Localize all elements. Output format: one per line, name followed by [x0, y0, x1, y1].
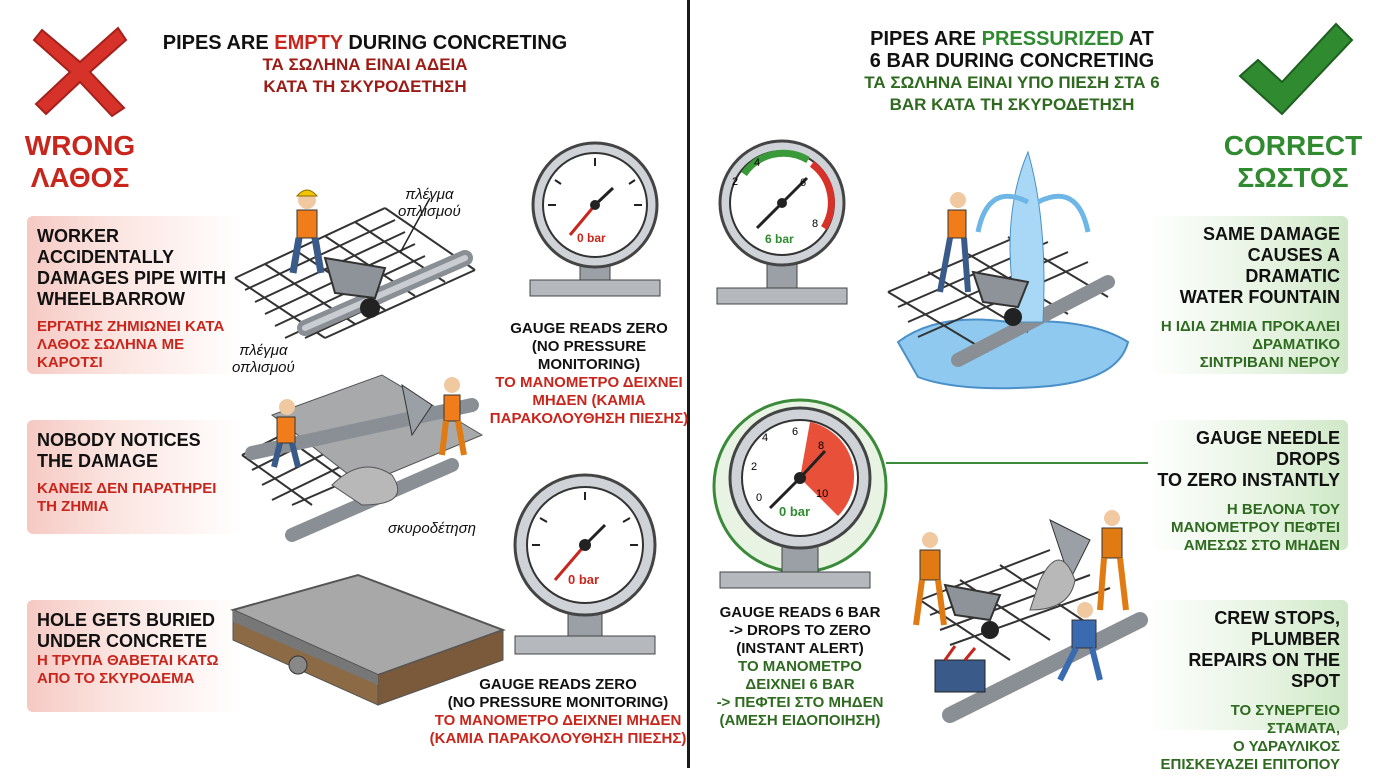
concrete-slab-icon — [230, 573, 506, 706]
gauge-tick-label: 4 — [762, 432, 769, 444]
gauge-caption-2: GAUGE READS ZERO (NO PRESSURE MONITORING… — [429, 676, 687, 747]
worker-icon — [271, 399, 301, 468]
gauge-tick-label: 2 — [732, 176, 739, 188]
step-panel-wrong-2: NOBODY NOTICES THE DAMAGE ΚΑΝΕΙΣ ΔΕΝ ΠΑΡ… — [27, 420, 242, 534]
pressure-gauge-icon — [716, 139, 848, 305]
gauge-tick-label: 8 — [812, 218, 819, 230]
step-panel-correct-1: SAME DAMAGE CAUSES A DRAMATIC WATER FOUN… — [1148, 216, 1348, 374]
gauge-reading-1: 0 bar — [577, 231, 606, 245]
gauge-tick-label: 6 — [800, 177, 807, 189]
step-panel-correct-3: CREW STOPS, PLUMBER REPAIRS ON THE SPOT … — [1148, 600, 1348, 773]
water-fountain-icon — [887, 150, 1130, 390]
pressure-gauge-icon — [529, 141, 661, 297]
step-panel-correct-2: GAUGE NEEDLE DROPS TO ZERO INSTANTLY Η Β… — [1148, 420, 1348, 554]
gauge-reading-2: 0 bar — [568, 572, 600, 587]
worker-icon — [1057, 602, 1103, 682]
pressure-gauge-icon — [513, 473, 657, 655]
gauge-tick-label: 4 — [754, 157, 761, 169]
pipe-segment — [719, 571, 871, 589]
wheelbarrow-icon — [323, 256, 387, 318]
gauge-tick-label: 0 — [756, 492, 763, 504]
worker-icon — [937, 192, 971, 293]
gauge-tick-label: 8 — [818, 440, 825, 452]
right-title: PIPES ARE PRESSURIZED AT 6 BAR DURING CO… — [864, 28, 1160, 114]
verdict-correct: CORRECT ΣΩΣΤΟΣ — [1223, 130, 1363, 193]
gauge-tick-label: 2 — [751, 461, 758, 473]
wheelbarrow-icon — [971, 270, 1030, 326]
step-panel-wrong-1: WORKER ACCIDENTALLY DAMAGES PIPE WITH WH… — [27, 216, 242, 374]
gauge-caption-1: GAUGE READS ZERO (NO PRESSURE MONITORING… — [489, 320, 689, 427]
worker-icon — [439, 377, 467, 456]
x-mark-icon — [32, 26, 128, 118]
worker-icon — [1097, 510, 1129, 611]
pressure-gauge-icon — [712, 398, 888, 587]
worker-icon — [913, 532, 947, 626]
illustration-crew-repair — [913, 510, 1148, 723]
illustration-worker-wheelbarrow — [234, 189, 476, 339]
gauge-tick-label: 6 — [792, 426, 799, 438]
connector-line — [886, 462, 1148, 464]
wheelbarrow-icon — [943, 583, 1002, 639]
illustration-concrete-pour — [241, 374, 484, 542]
center-divider — [687, 0, 690, 768]
gauge-reading-3: 6 bar — [765, 232, 794, 246]
verdict-wrong: WRONG ΛΑΘΟΣ — [24, 130, 136, 193]
worker-icon — [289, 189, 325, 274]
check-mark-icon — [1238, 22, 1354, 116]
concrete-label: σκυροδέτηση — [388, 520, 476, 537]
gauge-tick-label: 10 — [816, 488, 829, 500]
gauge-caption-3: GAUGE READS 6 BAR -> DROPS TO ZERO (INST… — [716, 604, 884, 729]
left-title: PIPES ARE EMPTY DURING CONCRETING ΤΑ ΣΩΛ… — [162, 32, 568, 96]
toolbox-icon — [934, 645, 986, 693]
step-panel-wrong-3: HOLE GETS BURIED UNDER CONCRETE Η ΤΡΥΠΑ … — [27, 600, 242, 712]
gauge-reading-4: 0 bar — [779, 504, 811, 519]
